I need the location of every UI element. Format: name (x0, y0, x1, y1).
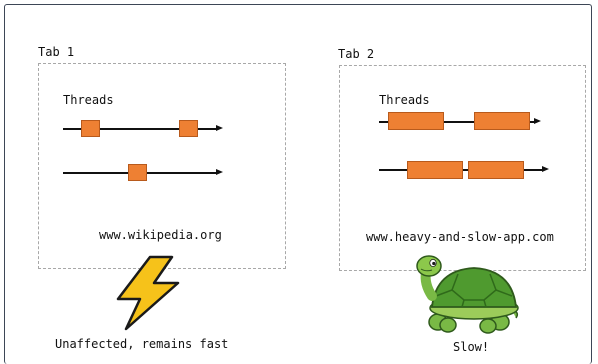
tab-1-threads-label: Threads (63, 93, 114, 107)
tab-2-title: Tab 2 (338, 47, 375, 61)
task-block (81, 120, 100, 137)
tab-1-caption: Unaffected, remains fast (55, 337, 229, 351)
task-block (407, 161, 463, 179)
lightning-bolt-icon (116, 255, 180, 331)
task-block (388, 112, 444, 130)
tab-1-title: Tab 1 (38, 45, 75, 59)
thread-arrowhead (216, 169, 223, 175)
tab-1-url: www.wikipedia.org (99, 228, 222, 242)
thread-timeline (63, 128, 216, 130)
thread-arrowhead (542, 166, 549, 172)
task-block (468, 161, 524, 179)
turtle-icon (416, 255, 519, 334)
thread-timeline (379, 121, 534, 123)
task-block (474, 112, 530, 130)
diagram-frame (4, 4, 592, 364)
thread-arrowhead (216, 125, 223, 131)
task-block (128, 164, 147, 181)
thread-arrowhead (534, 118, 541, 124)
task-block (179, 120, 198, 137)
tab-2-threads-label: Threads (379, 93, 430, 107)
tab-2-caption: Slow! (453, 340, 490, 354)
tab-2-url: www.heavy-and-slow-app.com (366, 230, 554, 244)
